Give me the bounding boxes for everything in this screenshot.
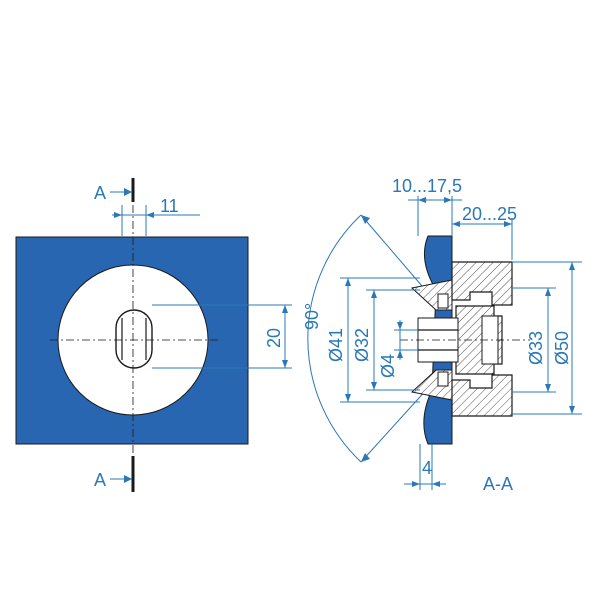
dim-depth: 20...25 [462, 204, 517, 224]
dim-d32: Ø32 [352, 328, 372, 362]
dim-d41: Ø41 [326, 328, 346, 362]
housing-top [451, 261, 513, 306]
section-view: 90° 10...17,5 20...25 [302, 176, 582, 494]
dim-d4: Ø4 [378, 354, 398, 378]
dim-small: 4 [422, 458, 432, 478]
dim-width: 11 [160, 196, 179, 216]
section-mark-bottom: A [94, 470, 106, 490]
dim-height: 20 [264, 328, 284, 348]
dim-thickness: 10...17,5 [392, 176, 462, 196]
dim-d50: Ø50 [552, 331, 572, 365]
dim-d33: Ø33 [526, 331, 546, 365]
housing-bottom [451, 374, 513, 417]
slot-hole [115, 309, 153, 369]
section-mark-top: A [94, 183, 106, 203]
dim-angle: 90° [302, 303, 322, 330]
front-view: A A 11 20 [15, 178, 292, 492]
section-label: A-A [483, 474, 513, 494]
angle-arc [307, 214, 362, 463]
